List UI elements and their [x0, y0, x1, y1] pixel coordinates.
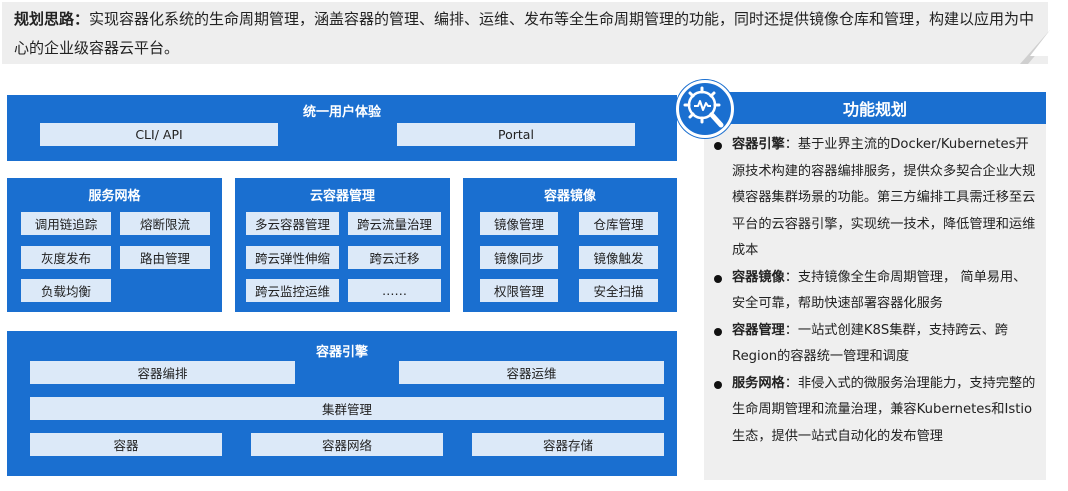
engine-network-chip: 容器网络: [251, 433, 443, 456]
engine-orchestration-chip: 容器编排: [30, 361, 295, 384]
container-engine-title: 容器引擎: [315, 345, 368, 360]
container-image-item: 镜像同步: [480, 246, 558, 269]
engine-container-chip: 容器: [30, 433, 222, 456]
user-experience-panel: 统一用户体验 CLI/ API Portal: [7, 95, 677, 161]
item-text: ：一站式创建K8S集群，支持跨云、跨Region的容器统一管理和调度: [732, 322, 1008, 365]
cloud-container-item: 跨云监控运维: [246, 279, 339, 302]
item-text: ：基于业界主流的Docker/Kubernetes开源技术构建的容器编排服务，提…: [732, 137, 1036, 258]
cli-api-chip: CLI/ API: [40, 123, 278, 146]
planning-banner: 规划思路：实现容器化系统的生命周期管理，涵盖容器的管理、编排、运维、发布等全生命…: [2, 2, 1048, 64]
container-image-item: 镜像触发: [579, 246, 658, 269]
cloud-container-item: 多云容器管理: [246, 212, 339, 235]
banner-text: 实现容器化系统的生命周期管理，涵盖容器的管理、编排、运维、发布等全生命周期管理的…: [14, 10, 1035, 57]
container-image-item: 权限管理: [480, 279, 558, 302]
corner-arrow-icon: [1020, 30, 1050, 64]
service-mesh-title: 服务网格: [88, 189, 141, 204]
function-plan-list: 容器引擎：基于业界主流的Docker/Kubernetes开源技术构建的容器编排…: [704, 124, 1046, 480]
container-image-title: 容器镜像: [543, 189, 596, 204]
cloud-container-item: 跨云流量治理: [348, 212, 441, 235]
service-mesh-item: 调用链追踪: [21, 212, 111, 235]
function-plan-header: 功能规划: [704, 92, 1046, 124]
item-label: 服务网格: [732, 375, 785, 391]
cloud-container-panel: 云容器管理 多云容器管理 跨云流量治理 跨云弹性伸缩 跨云迁移 跨云监控运维 ……: [235, 178, 450, 312]
item-label: 容器镜像: [732, 269, 785, 285]
container-image-item: 安全扫描: [579, 279, 658, 302]
container-image-item: 仓库管理: [579, 212, 658, 235]
item-text: ：非侵入式的微服务治理能力，支持完整的生命周期管理和流量治理，兼容Kuberne…: [732, 375, 1036, 444]
container-image-panel: 容器镜像 镜像管理 仓库管理 镜像同步 镜像触发 权限管理 安全扫描: [463, 178, 677, 312]
function-plan-item: 容器管理：一站式创建K8S集群，支持跨云、跨Region的容器统一管理和调度: [712, 318, 1038, 371]
service-mesh-item: 负载均衡: [21, 279, 111, 302]
service-mesh-panel: 服务网格 调用链追踪 熔断限流 灰度发布 路由管理 负载均衡: [7, 178, 222, 312]
cloud-container-item: 跨云弹性伸缩: [246, 246, 339, 269]
service-mesh-item: 路由管理: [120, 246, 210, 269]
item-text: ：支持镜像全生命周期管理， 简单易用、安全可靠，帮助快速部署容器化服务: [732, 269, 1027, 312]
item-label: 容器管理: [732, 322, 785, 338]
engine-cluster-chip: 集群管理: [30, 397, 664, 420]
engine-storage-chip: 容器存储: [472, 433, 664, 456]
function-plan-title: 功能规划: [842, 100, 907, 119]
cloud-container-title: 云容器管理: [309, 189, 375, 204]
user-experience-title: 统一用户体验: [302, 105, 381, 120]
container-engine-panel: 容器引擎 容器编排 容器运维 集群管理 容器 容器网络 容器存储: [7, 331, 677, 476]
gear-magnifier-icon: [676, 80, 734, 138]
function-plan-item: 容器镜像：支持镜像全生命周期管理， 简单易用、安全可靠，帮助快速部署容器化服务: [712, 265, 1038, 318]
cloud-container-item: ……: [348, 279, 441, 302]
banner-label: 规划思路：: [14, 10, 90, 28]
cloud-container-item: 跨云迁移: [348, 246, 441, 269]
container-image-item: 镜像管理: [480, 212, 558, 235]
item-label: 容器引擎: [732, 137, 785, 152]
engine-ops-chip: 容器运维: [399, 361, 664, 384]
function-plan-item: 容器引擎：基于业界主流的Docker/Kubernetes开源技术构建的容器编排…: [712, 132, 1038, 265]
service-mesh-item: 熔断限流: [120, 212, 210, 235]
function-plan-item: 服务网格：非侵入式的微服务治理能力，支持完整的生命周期管理和流量治理，兼容Kub…: [712, 371, 1038, 451]
portal-chip: Portal: [397, 123, 635, 146]
service-mesh-item: 灰度发布: [21, 246, 111, 269]
